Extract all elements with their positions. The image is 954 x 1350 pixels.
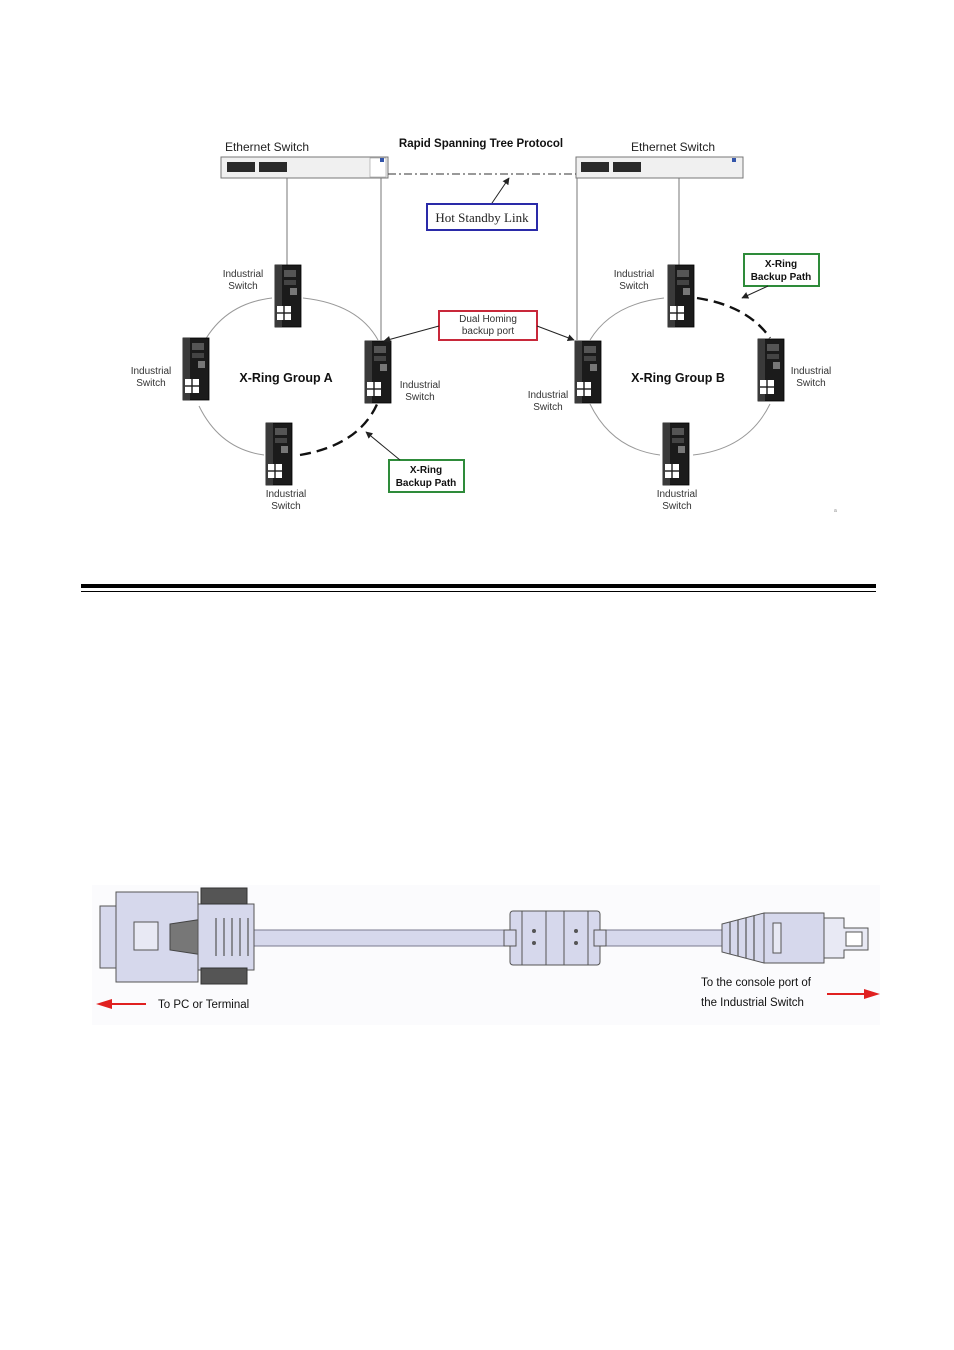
arrow-left-to-pc xyxy=(96,999,146,1009)
label-switch-a-right-1: Industrial xyxy=(400,380,441,391)
group-a-label: X-Ring Group A xyxy=(239,371,332,385)
hot-standby-arrow xyxy=(489,177,510,207)
industrial-switch-a-right xyxy=(364,340,392,404)
backup-path-b-label-1: X-Ring xyxy=(765,259,797,270)
rstp-title: Rapid Spanning Tree Protocol xyxy=(399,138,563,150)
ethernet-switch-right xyxy=(575,156,744,179)
label-switch-a-bottom-2: Switch xyxy=(271,501,300,512)
group-b-label: X-Ring Group B xyxy=(631,371,725,385)
label-switch-b-top-1: Industrial xyxy=(614,269,655,280)
cable-left-label: To PC or Terminal xyxy=(158,999,249,1011)
corner-mark: a xyxy=(834,508,837,514)
dual-homing-box xyxy=(438,310,538,341)
rj45-connector xyxy=(721,912,869,964)
backup-path-a-arrow xyxy=(365,431,401,461)
ring-b-bottom-right xyxy=(692,403,771,456)
ring-a-bottom-left xyxy=(198,405,265,456)
backup-path-a-label-2: Backup Path xyxy=(396,478,457,489)
industrial-switch-a-left xyxy=(182,337,210,401)
dual-homing-arrow-right xyxy=(536,325,575,342)
arrow-right-to-switch xyxy=(827,989,880,999)
industrial-switch-a-top xyxy=(274,264,302,328)
label-switch-b-right-1: Industrial xyxy=(791,366,832,377)
ethernet-switch-left-label: Ethernet Switch xyxy=(225,140,309,154)
label-switch-a-left-1: Industrial xyxy=(131,366,172,377)
label-switch-a-right-2: Switch xyxy=(405,392,434,403)
backup-path-b-box xyxy=(743,253,820,287)
section-divider-thin xyxy=(81,591,876,592)
cable-line xyxy=(253,929,723,947)
ring-a-top-right xyxy=(302,297,379,341)
ferrite-core xyxy=(503,910,607,966)
industrial-switch-b-right xyxy=(757,338,785,402)
console-cable xyxy=(92,885,880,1025)
label-switch-b-right-2: Switch xyxy=(796,378,825,389)
dual-homing-label-2: backup port xyxy=(462,326,514,337)
ethernet-switch-left xyxy=(220,156,389,179)
ring-b-top-left xyxy=(589,297,665,341)
hot-standby-label: Hot Standby Link xyxy=(435,210,529,225)
industrial-switch-b-left xyxy=(574,340,602,404)
ring-a-top-left xyxy=(198,297,273,353)
ethernet-switch-right-label: Ethernet Switch xyxy=(631,140,715,154)
cable-right-label-1: To the console port of xyxy=(701,977,812,989)
backup-path-a-box xyxy=(388,459,465,493)
dual-homing-arrow-left xyxy=(383,325,440,343)
backup-path-b-label-2: Backup Path xyxy=(751,272,812,283)
label-switch-b-bottom-1: Industrial xyxy=(657,489,698,500)
label-switch-a-left-2: Switch xyxy=(136,378,165,389)
label-switch-b-left-2: Switch xyxy=(533,402,562,413)
label-switch-a-bottom-1: Industrial xyxy=(266,489,307,500)
section-divider-thick xyxy=(81,584,876,588)
label-switch-b-left-1: Industrial xyxy=(528,390,569,401)
backup-path-b-arrow xyxy=(741,285,769,299)
industrial-switch-b-bottom xyxy=(662,422,690,486)
ring-a-backup-path xyxy=(299,401,380,457)
cable-right-label-2: the Industrial Switch xyxy=(701,997,804,1009)
backup-path-a-label-1: X-Ring xyxy=(410,465,442,476)
label-switch-a-top-2: Switch xyxy=(228,281,257,292)
label-switch-b-top-2: Switch xyxy=(619,281,648,292)
ring-b-backup-path xyxy=(696,296,771,339)
industrial-switch-a-bottom xyxy=(265,422,293,486)
hot-standby-box xyxy=(426,203,538,231)
ring-b-bottom-left xyxy=(589,403,661,456)
label-switch-a-top-1: Industrial xyxy=(223,269,264,280)
db9-connector xyxy=(99,887,255,985)
industrial-switch-b-top xyxy=(667,264,695,328)
dual-homing-label-1: Dual Homing xyxy=(459,314,517,325)
label-switch-b-bottom-2: Switch xyxy=(662,501,691,512)
